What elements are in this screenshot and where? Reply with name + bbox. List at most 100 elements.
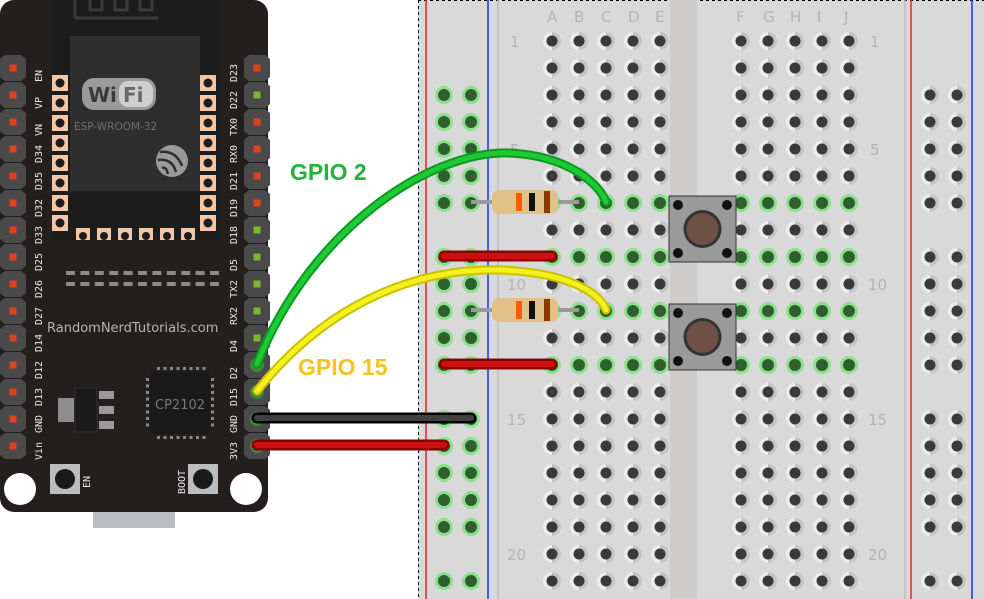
breadboard-hole[interactable] [948,302,966,320]
breadboard-hole[interactable] [597,140,615,158]
breadboard-hole[interactable] [651,410,669,428]
breadboard-hole[interactable] [732,59,750,77]
breadboard-hole[interactable] [840,167,858,185]
breadboard-hole[interactable] [921,194,939,212]
resistor[interactable] [471,298,579,322]
breadboard-hole[interactable] [543,545,561,563]
breadboard-hole[interactable] [786,194,804,212]
breadboard-hole[interactable] [651,194,669,212]
breadboard-hole[interactable] [624,491,642,509]
pin-rx2[interactable] [244,298,270,324]
breadboard-hole[interactable] [435,518,453,536]
breadboard-hole[interactable] [759,437,777,455]
breadboard-hole[interactable] [570,383,588,401]
breadboard-hole[interactable] [651,491,669,509]
breadboard-hole[interactable] [570,356,588,374]
breadboard-hole[interactable] [624,140,642,158]
breadboard-hole[interactable] [651,275,669,293]
breadboard-hole[interactable] [759,572,777,590]
breadboard-hole[interactable] [570,437,588,455]
breadboard-hole[interactable] [651,437,669,455]
breadboard-hole[interactable] [759,86,777,104]
breadboard-hole[interactable] [651,140,669,158]
breadboard-hole[interactable] [597,545,615,563]
breadboard-hole[interactable] [921,275,939,293]
breadboard-hole[interactable] [786,410,804,428]
breadboard-hole[interactable] [543,572,561,590]
breadboard-hole[interactable] [840,329,858,347]
breadboard-hole[interactable] [462,167,480,185]
breadboard-hole[interactable] [759,140,777,158]
breadboard-hole[interactable] [840,302,858,320]
breadboard-hole[interactable] [624,410,642,428]
pin-d12[interactable] [0,352,26,378]
breadboard-hole[interactable] [786,572,804,590]
breadboard-hole[interactable] [813,167,831,185]
breadboard-hole[interactable] [759,329,777,347]
breadboard-hole[interactable] [921,464,939,482]
breadboard-hole[interactable] [570,545,588,563]
breadboard-hole[interactable] [759,275,777,293]
wire-gpio15[interactable] [252,265,611,396]
breadboard-hole[interactable] [948,572,966,590]
breadboard-hole[interactable] [435,491,453,509]
breadboard-hole[interactable] [543,32,561,50]
breadboard-hole[interactable] [840,86,858,104]
breadboard-hole[interactable] [624,59,642,77]
breadboard-hole[interactable] [840,518,858,536]
breadboard-hole[interactable] [759,545,777,563]
breadboard-hole[interactable] [651,302,669,320]
breadboard-hole[interactable] [624,383,642,401]
breadboard-hole[interactable] [948,464,966,482]
breadboard-hole[interactable] [840,410,858,428]
breadboard-hole[interactable] [651,248,669,266]
pin-d27[interactable] [0,298,26,324]
breadboard-hole[interactable] [786,221,804,239]
pin-gnd[interactable] [0,406,26,432]
breadboard-hole[interactable] [813,248,831,266]
breadboard-hole[interactable] [543,329,561,347]
breadboard-hole[interactable] [624,518,642,536]
breadboard-hole[interactable] [759,221,777,239]
breadboard-hole[interactable] [786,248,804,266]
breadboard-hole[interactable] [759,194,777,212]
breadboard-hole[interactable] [759,410,777,428]
breadboard-hole[interactable] [435,302,453,320]
breadboard-hole[interactable] [624,194,642,212]
breadboard-hole[interactable] [786,491,804,509]
breadboard-hole[interactable] [462,329,480,347]
breadboard-hole[interactable] [786,86,804,104]
breadboard-hole[interactable] [948,491,966,509]
breadboard-hole[interactable] [921,356,939,374]
breadboard-hole[interactable] [759,167,777,185]
breadboard-hole[interactable] [948,356,966,374]
breadboard-hole[interactable] [597,383,615,401]
breadboard-hole[interactable] [921,248,939,266]
breadboard-hole[interactable] [813,32,831,50]
breadboard-hole[interactable] [948,275,966,293]
breadboard-hole[interactable] [597,464,615,482]
breadboard-hole[interactable] [786,32,804,50]
breadboard-hole[interactable] [840,194,858,212]
breadboard-hole[interactable] [732,491,750,509]
breadboard-hole[interactable] [921,491,939,509]
breadboard-hole[interactable] [840,59,858,77]
breadboard-hole[interactable] [840,275,858,293]
breadboard-hole[interactable] [597,410,615,428]
breadboard-hole[interactable] [543,59,561,77]
breadboard-hole[interactable] [597,113,615,131]
breadboard-hole[interactable] [840,545,858,563]
breadboard-hole[interactable] [732,572,750,590]
breadboard-hole[interactable] [651,545,669,563]
pin-d34[interactable] [0,136,26,162]
breadboard-hole[interactable] [813,437,831,455]
breadboard-hole[interactable] [435,113,453,131]
breadboard-hole[interactable] [786,167,804,185]
pin-tx2[interactable] [244,271,270,297]
breadboard-hole[interactable] [597,86,615,104]
pin-rx0[interactable] [244,136,270,162]
breadboard-hole[interactable] [840,113,858,131]
breadboard-hole[interactable] [597,221,615,239]
breadboard-hole[interactable] [732,518,750,536]
breadboard-hole[interactable] [921,167,939,185]
